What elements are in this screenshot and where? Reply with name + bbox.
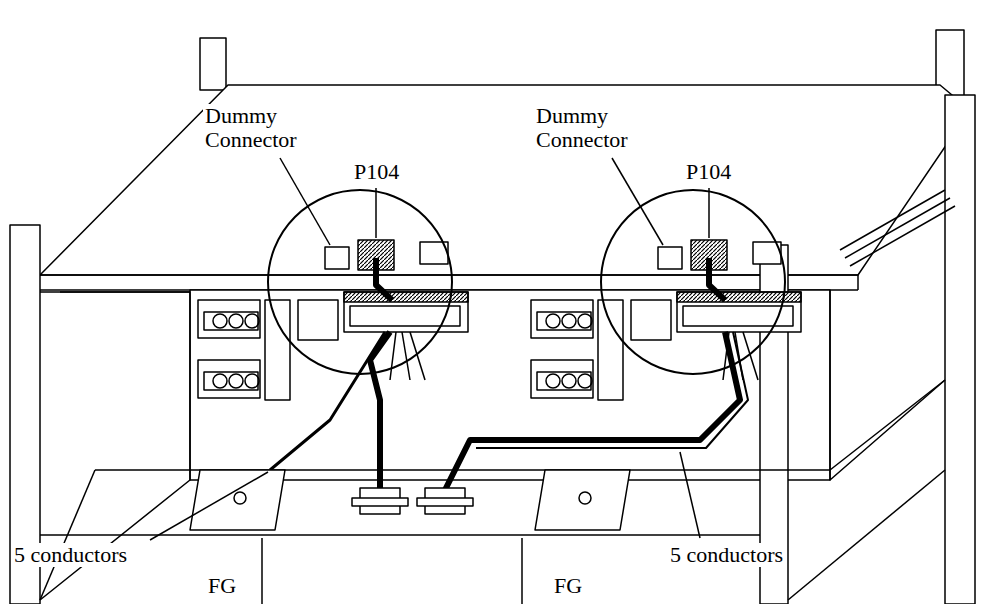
part-label: P104 — [352, 160, 401, 184]
leader-line — [280, 158, 330, 245]
leader-line — [612, 158, 663, 245]
part-label: 5 conductors — [668, 543, 785, 567]
part-label: FG — [206, 574, 238, 598]
part-label: FG — [552, 574, 584, 598]
leader-line — [680, 452, 700, 538]
leader-line — [150, 472, 268, 540]
leader-line — [375, 188, 377, 238]
part-label: 5 conductors — [12, 543, 129, 567]
part-label: Dummy Connector — [534, 104, 648, 152]
part-label: Dummy Connector — [203, 104, 317, 152]
part-label: P104 — [684, 160, 733, 184]
leader-line — [708, 188, 710, 238]
